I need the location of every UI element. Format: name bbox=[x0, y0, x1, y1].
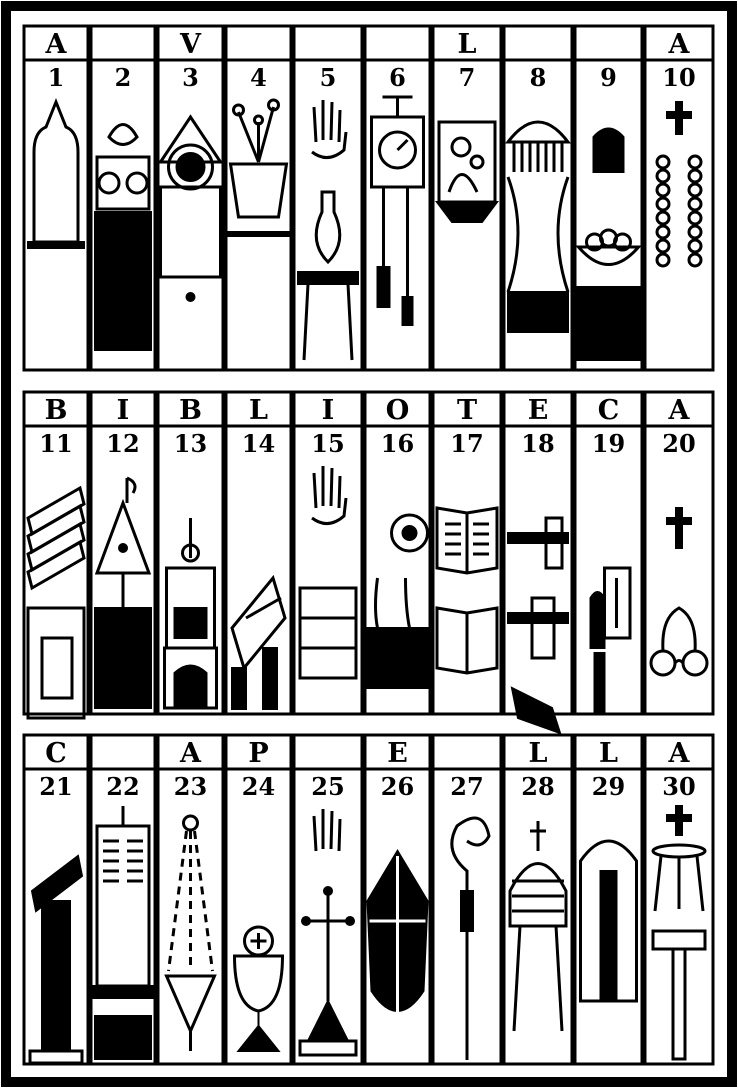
cell-3: V3 bbox=[158, 26, 223, 370]
cell-number: 7 bbox=[459, 63, 476, 92]
cell-11: B 11 bbox=[24, 392, 88, 718]
cell-number: 12 bbox=[106, 429, 139, 458]
cell-number: 26 bbox=[381, 772, 414, 801]
cell-5: 5 bbox=[294, 26, 362, 370]
cell-12: I 12 bbox=[91, 392, 155, 714]
cell-number: 6 bbox=[389, 63, 406, 92]
cell-1: A1 bbox=[24, 26, 88, 370]
cell-30: A 30 bbox=[645, 735, 713, 1064]
cell-26: E 26 bbox=[365, 735, 430, 1064]
cell-letter: A bbox=[179, 738, 202, 769]
cell-letter: B bbox=[45, 395, 68, 426]
cell-number: 21 bbox=[39, 772, 72, 801]
cell-20: A 20 bbox=[645, 392, 713, 714]
cell-letter: T bbox=[457, 395, 477, 426]
cell-number: 15 bbox=[311, 429, 344, 458]
cell-19: C 19 bbox=[575, 392, 642, 714]
cell-number: 1 bbox=[48, 63, 65, 92]
cell-letter: A bbox=[45, 29, 68, 60]
cell-17: T 17 bbox=[433, 392, 501, 714]
cell-letter: L bbox=[458, 29, 477, 60]
cell-number: 5 bbox=[320, 63, 337, 92]
cell-6: 6 bbox=[365, 26, 430, 370]
cell-18: E 18 bbox=[504, 392, 572, 733]
cell-number: 4 bbox=[250, 63, 267, 92]
cell-letter: C bbox=[598, 395, 620, 426]
cell-number: 23 bbox=[174, 772, 207, 801]
cell-number: 18 bbox=[521, 429, 554, 458]
cell-number: 28 bbox=[521, 772, 554, 801]
cell-letter: I bbox=[322, 395, 335, 426]
cell-8: 8 bbox=[504, 26, 572, 370]
cell-number: 29 bbox=[592, 772, 625, 801]
cell-13: B 13 bbox=[158, 392, 223, 714]
cell-letter: A bbox=[668, 395, 691, 426]
cell-letter: E bbox=[387, 738, 408, 769]
cell-28: L 28 bbox=[504, 735, 572, 1064]
cell-letter: A bbox=[668, 29, 691, 60]
cell-14: L 14 bbox=[226, 392, 291, 714]
cell-21: C 21 bbox=[24, 735, 88, 1064]
cell-number: 11 bbox=[39, 429, 72, 458]
cell-2: 2 bbox=[91, 26, 155, 370]
cell-number: 9 bbox=[600, 63, 617, 92]
cell-letter: O bbox=[386, 395, 410, 426]
cell-number: 3 bbox=[182, 63, 199, 92]
cell-number: 27 bbox=[450, 772, 483, 801]
cell-25: 25 bbox=[294, 735, 362, 1064]
cell-24: P 24 bbox=[226, 735, 291, 1064]
cell-number: 22 bbox=[106, 772, 139, 801]
cell-number: 20 bbox=[662, 429, 695, 458]
cell-letter: V bbox=[179, 29, 202, 60]
cell-letter: C bbox=[45, 738, 67, 769]
cell-22: 22 bbox=[91, 735, 155, 1064]
cell-27: 27 bbox=[433, 735, 501, 1064]
cell-23: A 23 bbox=[158, 735, 223, 1064]
teapot-on-cabinet-icon bbox=[95, 125, 151, 351]
cell-letter: E bbox=[528, 395, 549, 426]
cell-29: L 29 bbox=[575, 735, 642, 1064]
cell-number: 14 bbox=[242, 429, 275, 458]
cell-number: 13 bbox=[174, 429, 207, 458]
cell-number: 17 bbox=[450, 429, 483, 458]
cell-number: 2 bbox=[115, 63, 132, 92]
cell-number: 8 bbox=[530, 63, 547, 92]
cell-number: 10 bbox=[662, 63, 695, 92]
cell-number: 16 bbox=[381, 429, 414, 458]
cell-letter: A bbox=[668, 738, 691, 769]
cell-9: 9 bbox=[575, 26, 642, 370]
cell-10: A 10 bbox=[645, 26, 713, 370]
cell-number: 24 bbox=[242, 772, 275, 801]
cell-number: 25 bbox=[311, 772, 344, 801]
cell-4: 4 bbox=[226, 26, 291, 370]
cell-number: 19 bbox=[592, 429, 625, 458]
cell-letter: P bbox=[248, 738, 268, 769]
cell-letter: L bbox=[249, 395, 268, 426]
cell-15: I 15 bbox=[294, 392, 362, 714]
cell-letter: L bbox=[599, 738, 618, 769]
cell-letter: L bbox=[529, 738, 548, 769]
cell-letter: B bbox=[179, 395, 202, 426]
cell-7: L7 bbox=[433, 26, 501, 370]
cell-letter: I bbox=[117, 395, 130, 426]
cell-16: O 16 bbox=[365, 392, 430, 714]
cell-number: 30 bbox=[662, 772, 695, 801]
